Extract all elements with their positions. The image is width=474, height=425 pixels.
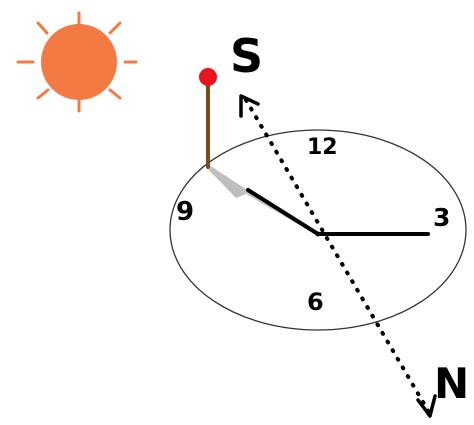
- twelve-label: 12: [307, 135, 338, 160]
- nine-label: 9: [176, 197, 194, 227]
- north-arrowhead: [418, 396, 435, 416]
- south-label: S: [230, 29, 263, 83]
- north-label: N: [434, 359, 469, 408]
- sun-disc: [41, 24, 117, 100]
- six-label: 6: [307, 288, 324, 316]
- gnomon-stick-tip: [199, 68, 217, 86]
- sun-icon: [18, 13, 136, 111]
- clock-center: [316, 232, 321, 237]
- south-arrowhead: [241, 96, 258, 116]
- three-label: 3: [433, 203, 450, 232]
